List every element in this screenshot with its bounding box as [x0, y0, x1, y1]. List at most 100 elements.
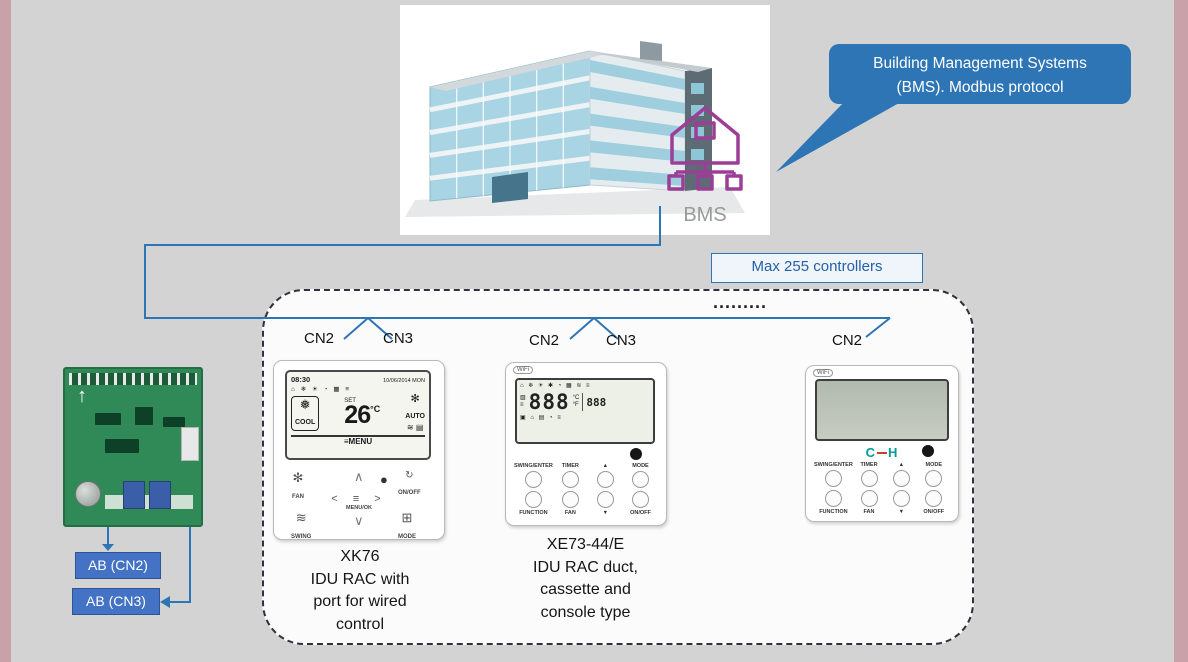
up-chevron-button: ∧ [354, 469, 364, 484]
lcd-small-digits: 888 [586, 395, 607, 409]
snowflake-icon: ❅ [299, 396, 311, 412]
lcd-top-icons: ⌂ ❄ ☀ ✱ ◔ ▦ ≋ ≡ [520, 383, 592, 389]
swing-enter-button [824, 470, 842, 487]
celsius-label: °C [572, 394, 580, 401]
xe73-cn3-label: CN3 [606, 332, 637, 349]
on-off-label: ON/OFF [630, 510, 651, 516]
on-off-button: ↻ ON/OFF [398, 470, 421, 496]
xe73-buttons: SWING/ENTER TIMER ▲ MODE FUNCTION FAN ▼ … [514, 463, 658, 516]
right-edge-strip [1174, 0, 1188, 662]
menu-ok-button: < ≡ > MENU/OK [331, 493, 387, 511]
power-icon: ↻ [405, 470, 414, 481]
swing-indicator-icons: ≋ ▤ [406, 423, 424, 432]
ab-cn3-label: AB (CN3) [72, 588, 160, 615]
xk76-caption: XK76 IDU RAC with port for wired control [310, 548, 410, 634]
temperature-value: 26 [344, 401, 371, 429]
timer-label: TIMER [860, 462, 878, 468]
xk76-cn3-label: CN3 [383, 330, 414, 347]
fan-label: FAN [564, 510, 576, 516]
wifi-badge: WiFi [813, 369, 833, 377]
pcb-chip [95, 413, 121, 425]
swing-enter-button [524, 471, 542, 488]
indicator-dot: ● [380, 472, 388, 487]
lcd-status-icons: ⌂ ❄ ☀ ◔ ▦ ≡ [291, 386, 352, 393]
xk76-cn2-label: CN2 [304, 330, 335, 347]
pcb-terminal-cn3 [149, 481, 171, 509]
fan-icon: ✻ [292, 470, 304, 485]
bms-network-icon [667, 106, 743, 191]
up-button [596, 471, 614, 488]
bms-callout-bubble: Building Management Systems (BMS). Modbu… [829, 44, 1131, 104]
timer-button [561, 471, 579, 488]
swing-enter-label: SWING/ENTER [814, 462, 853, 468]
left-edge-strip [0, 0, 11, 662]
callout-line2: (BMS). Modbus protocol [896, 79, 1064, 97]
lcd-date: 10/06/2014 MON [383, 378, 425, 384]
swing-button: ≋ SWING [291, 510, 312, 541]
temperature-unit: °C [370, 404, 381, 414]
function-button [524, 491, 542, 508]
up-label: ▲ [898, 462, 905, 468]
function-label: FUNCTION [519, 510, 548, 516]
cool-mode-indicator: ❅ COOL [291, 395, 320, 431]
down-label: ▼ [602, 510, 609, 516]
fan-button [860, 490, 878, 507]
fan-button: ✻ FAN [292, 470, 304, 501]
wifi-badge: WiFi [513, 366, 533, 374]
callout-line1: Building Management Systems [873, 55, 1087, 72]
swing-icon: ≋ [295, 510, 307, 525]
fan-speed-icon: ✻ [410, 393, 420, 405]
callout-tail [776, 98, 908, 172]
xk76-controller: 08:30 10/06/2014 MON ⌂ ❄ ☀ ◔ ▦ ≡ ❅ COOL … [273, 360, 445, 540]
lcd-menu-bar: ≡MENU [291, 435, 425, 446]
xe73-controller: WiFi ⌂ ❄ ☀ ✱ ◔ ▦ ≋ ≡ ▨ ≡ 888 °C °F 888 ▣… [505, 362, 667, 526]
ctrl3-buttons: SWING/ENTER TIMER ▲ MODE FUNCTION FAN ▼ … [814, 462, 950, 515]
xe73-cn2-label: CN2 [529, 332, 560, 349]
mode-grid-icon: ⊞ [401, 510, 413, 525]
mode-label: MODE [632, 463, 649, 469]
bms-label: BMS [683, 204, 726, 226]
down-button [596, 491, 614, 508]
timer-label: TIMER [561, 463, 579, 469]
pcb-capacitor [75, 481, 101, 507]
mode-button [631, 471, 649, 488]
cool-label: COOL [295, 418, 316, 426]
arrowhead-down [102, 544, 114, 551]
function-button [824, 490, 842, 507]
timer-button [860, 470, 878, 487]
up-arrow-icon: ↑ [77, 385, 87, 407]
auto-label: AUTO [405, 413, 425, 420]
mode-label: MODE [925, 462, 943, 468]
down-label: ▼ [898, 509, 905, 515]
pcb-chip [135, 407, 153, 425]
fan-button [561, 491, 579, 508]
menu-glyphs: < ≡ > [331, 493, 387, 505]
lcd-time: 08:30 [291, 375, 311, 384]
on-off-label: ON/OFF [923, 509, 945, 515]
building-image-box: BMS [400, 5, 770, 235]
mode-button: ⊞ MODE [398, 510, 416, 541]
lcd-side-icon-a: ▨ [520, 395, 526, 402]
lcd-divider [582, 393, 584, 411]
indoor-unit-pcb-image: ↑ [63, 367, 203, 527]
blank-lcd [815, 379, 949, 441]
arrowhead-left [160, 596, 170, 608]
function-label: FUNCTION [819, 509, 848, 515]
on-off-button [631, 491, 649, 508]
fan-label: FAN [863, 509, 875, 515]
xe73-caption: XE73-44/E IDU RAC duct, cassette and con… [533, 536, 638, 622]
up-button [892, 470, 910, 487]
pcb-pin-header [69, 373, 197, 385]
down-chevron-button: ∨ [354, 513, 364, 528]
knob-dot [630, 448, 642, 460]
ab-cn2-label: AB (CN2) [75, 552, 161, 579]
mode-button [925, 470, 943, 487]
pcb-to-cn3-line [170, 518, 191, 603]
pcb-connector [181, 427, 199, 461]
lcd-side-icon-b: ≡ [520, 402, 524, 408]
on-off-button [925, 490, 943, 507]
pcb-terminal-cn2 [123, 481, 145, 509]
